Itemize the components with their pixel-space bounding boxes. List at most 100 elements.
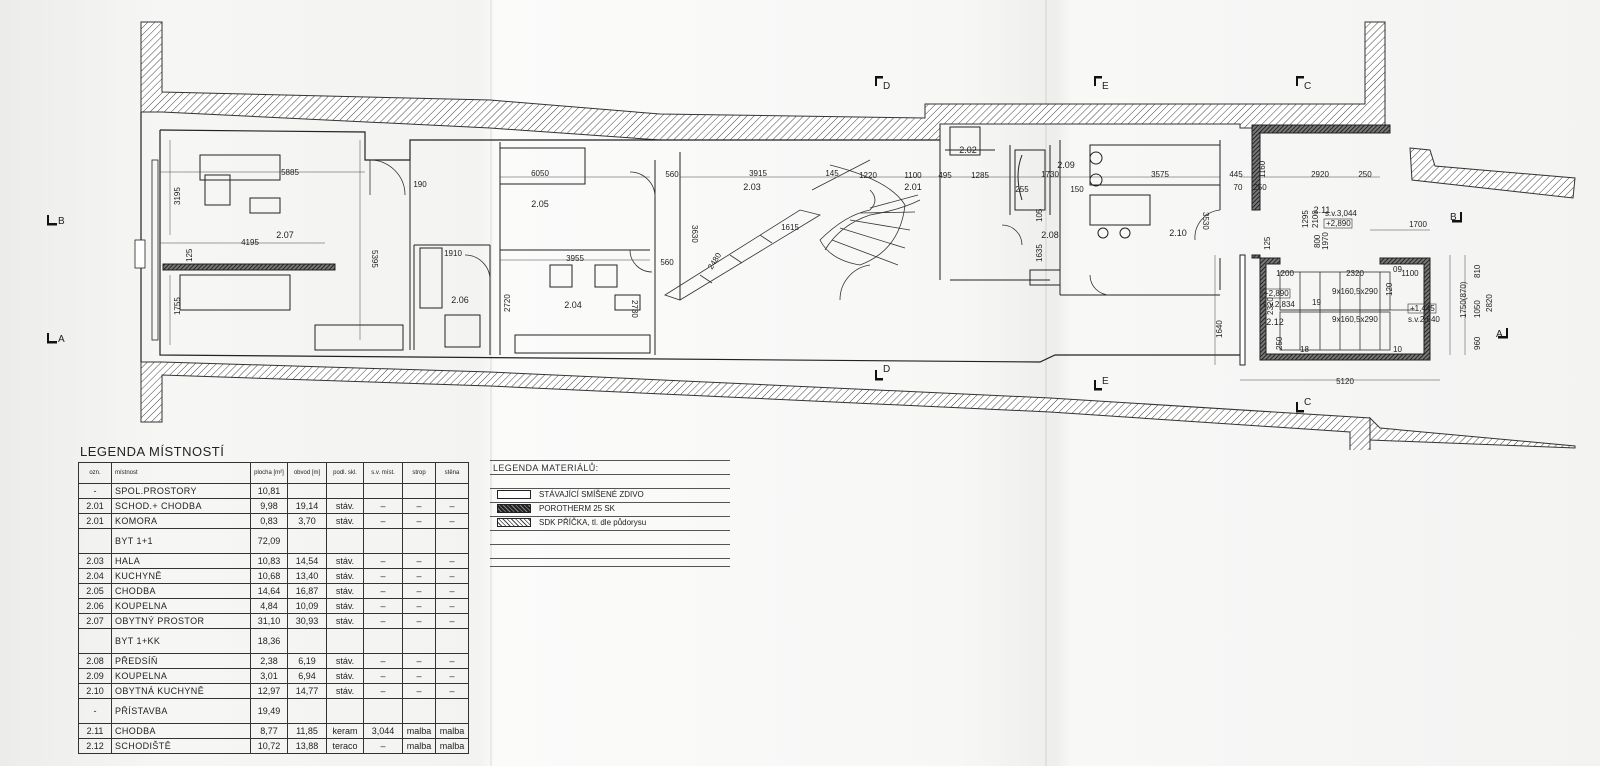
- dimension-label: 1220: [859, 171, 877, 180]
- table-cell: 14,64: [250, 583, 288, 599]
- table-cell: 6,94: [287, 668, 327, 684]
- table-cell: stáv.: [326, 568, 364, 584]
- table-cell: KOMORA: [111, 513, 251, 529]
- table-cell: [287, 628, 327, 654]
- table-cell: [287, 528, 327, 554]
- table-cell: –: [363, 583, 403, 599]
- dimension-label: 250: [1275, 336, 1284, 350]
- material-label: SDK PŘÍČKA, tl. dle půdorysu: [539, 517, 647, 527]
- dimension-label: 1755: [173, 297, 182, 315]
- table-cell: keram: [326, 723, 364, 739]
- materials-legend-title: LEGENDA MATERIÁLŮ:: [493, 463, 599, 473]
- dimension-label: 1700: [1409, 220, 1427, 229]
- legend-rule: [490, 488, 730, 489]
- dimension-label: 800: [1313, 234, 1322, 248]
- table-cell: OBYTNÝ PROSTOR: [111, 613, 251, 629]
- dimension-label: 2320: [1266, 297, 1275, 315]
- legend-rule: [490, 516, 730, 517]
- svg-text:E: E: [1102, 376, 1109, 387]
- dimension-lines: [160, 140, 1466, 381]
- table-cell: CHODBA: [111, 723, 251, 739]
- table-cell: 3,01: [250, 668, 288, 684]
- table-cell: [363, 483, 403, 499]
- table-cell: [435, 628, 469, 654]
- dimension-label: 2730: [630, 300, 639, 318]
- dimension-label: +2,890: [1326, 219, 1351, 228]
- section-markers: D E C D E C B A B A: [47, 76, 1508, 413]
- table-cell: 14,54: [287, 553, 327, 569]
- column-header: obvod [m]: [287, 462, 327, 484]
- room-label: 2.08: [1041, 230, 1059, 240]
- dimension-label: 1970: [1321, 232, 1330, 250]
- table-cell: 18,36: [250, 628, 288, 654]
- table-cell: 10,81: [250, 483, 288, 499]
- table-cell: 2.03: [78, 553, 112, 569]
- section-marker-b-left: B: [47, 215, 65, 227]
- dimension-label: 2320: [1346, 269, 1364, 278]
- dimension-label: 1285: [971, 171, 989, 180]
- dimension-label: 2720: [503, 294, 512, 312]
- table-cell: –: [435, 513, 469, 529]
- table-cell: 11,85: [287, 723, 327, 739]
- dimension-label: +1,445: [1410, 304, 1435, 313]
- dimension-label: 5120: [1336, 377, 1354, 386]
- dimension-label: 1200: [1276, 269, 1294, 278]
- existing-walls: [140, 21, 1576, 450]
- table-cell: PŘEDSÍŇ: [111, 653, 251, 669]
- table-cell: –: [363, 738, 403, 754]
- table-cell: SCHOD.+ CHODBA: [111, 498, 251, 514]
- table-cell: 3,70: [287, 513, 327, 529]
- table-cell: CHODBA: [111, 583, 251, 599]
- dimension-label: 2820: [1485, 294, 1494, 312]
- dimension-label: 3575: [1151, 170, 1169, 179]
- legend-rule: [490, 530, 730, 531]
- table-cell: –: [363, 683, 403, 699]
- table-cell: –: [402, 613, 436, 629]
- material-swatch: [497, 517, 531, 527]
- column-header: strop: [402, 462, 436, 484]
- material-item: STÁVAJÍCÍ SMÍŠENÉ ZDIVO: [497, 489, 644, 499]
- dimension-label: 150: [1070, 185, 1084, 194]
- legend-rule: [490, 460, 730, 461]
- dimension-label: 495: [938, 171, 952, 180]
- table-cell: –: [402, 513, 436, 529]
- section-marker-b-right: B: [1450, 212, 1462, 223]
- table-cell: SCHODIŠTĚ: [111, 738, 251, 754]
- material-item: POROTHERM 25 SK: [497, 503, 615, 513]
- table-cell: 16,87: [287, 583, 327, 599]
- table-cell: 3,044: [363, 723, 403, 739]
- table-cell: malba: [402, 738, 436, 754]
- room-legend-title: LEGENDA MÍSTNOSTÍ: [80, 444, 225, 459]
- table-cell: –: [435, 498, 469, 514]
- svg-text:D: D: [883, 81, 890, 92]
- dimension-label: 1160: [1258, 160, 1267, 178]
- section-marker-c-bottom: C: [1296, 397, 1311, 413]
- dimension-label: +2,890: [1264, 289, 1289, 298]
- table-cell: –: [363, 553, 403, 569]
- table-cell: stáv.: [326, 613, 364, 629]
- dimension-label: 560: [665, 170, 679, 179]
- room-label: 2.02: [959, 145, 977, 155]
- dimension-label: 18: [1300, 345, 1309, 354]
- table-cell: –: [402, 598, 436, 614]
- table-cell: [402, 483, 436, 499]
- table-cell: 31,10: [250, 613, 288, 629]
- dimension-label: s.v.2,640: [1408, 315, 1440, 324]
- dimension-label: 4195: [241, 238, 259, 247]
- legend-rule: [490, 558, 730, 559]
- table-cell: BYT 1+KK: [111, 628, 251, 654]
- table-cell: –: [435, 583, 469, 599]
- table-cell: –: [363, 598, 403, 614]
- floor-plan: 2.07 2.05 2.06 2.04 2.03 2.01 2.02 2.09 …: [47, 21, 1576, 450]
- table-cell: –: [435, 668, 469, 684]
- table-cell: –: [363, 568, 403, 584]
- table-cell: 72,09: [250, 528, 288, 554]
- table-cell: 2.04: [78, 568, 112, 584]
- table-cell: PŘÍSTAVBA: [111, 698, 251, 724]
- table-cell: [363, 628, 403, 654]
